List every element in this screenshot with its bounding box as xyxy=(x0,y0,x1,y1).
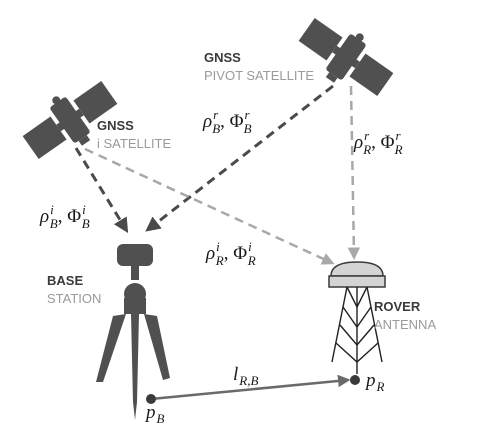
signal-pivot-to-base xyxy=(145,84,334,232)
rover-point-marker xyxy=(350,375,360,385)
rho-subscript: R xyxy=(215,253,224,268)
base-point-label: pB xyxy=(144,402,165,426)
pivot-satellite-subtitle: PIVOT SATELLITE xyxy=(204,68,314,83)
i-satellite-subtitle: i SATELLITE xyxy=(97,136,172,151)
rover-point-label: pR xyxy=(364,370,385,394)
rho-symbol: ρ xyxy=(353,132,363,153)
baseline-subscript: R,B xyxy=(238,373,258,388)
phi-subscript: B xyxy=(244,121,252,136)
phi-superscript: r xyxy=(245,107,251,122)
phi-symbol: Φ xyxy=(381,132,395,153)
pivot-satellite-title: GNSS xyxy=(204,50,241,65)
rho-superscript: i xyxy=(50,202,54,217)
base-station-title: BASE xyxy=(47,273,83,288)
baseline-symbol: l xyxy=(233,364,238,385)
p-subscript: B xyxy=(157,411,165,426)
phi-superscript: i xyxy=(82,202,86,217)
phi-superscript: r xyxy=(396,128,402,143)
base-station-subtitle: STATION xyxy=(47,291,101,306)
separator: , xyxy=(58,206,68,227)
baseline-label: lR,B xyxy=(233,364,258,388)
rho-superscript: r xyxy=(213,107,219,122)
base-station-icon xyxy=(96,244,170,420)
phi-symbol: Φ xyxy=(67,206,81,227)
rho-superscript: r xyxy=(364,128,370,143)
rover-antenna-title: ROVER xyxy=(374,299,421,314)
phi-subscript: B xyxy=(82,216,90,231)
separator: , xyxy=(220,111,230,132)
rho-subscript: R xyxy=(362,142,371,157)
signal-i-to-base xyxy=(74,147,129,234)
i-satellite-title: GNSS xyxy=(97,118,134,133)
rho-subscript: B xyxy=(212,121,220,136)
separator: , xyxy=(224,243,234,264)
phi-subscript: R xyxy=(394,142,403,157)
phi-superscript: i xyxy=(248,239,252,254)
rho-symbol: ρ xyxy=(205,243,215,264)
phi-subscript: R xyxy=(247,253,256,268)
p-symbol: p xyxy=(364,370,376,391)
phi-symbol: Φ xyxy=(230,111,244,132)
rho-symbol: ρ xyxy=(39,206,49,227)
rho-subscript: B xyxy=(50,216,58,231)
signal-pivot-to-rover xyxy=(347,85,361,260)
p-subscript: R xyxy=(376,379,385,394)
pivot-satellite-icon xyxy=(298,18,394,96)
rover-antenna-subtitle: ANTENNA xyxy=(374,317,436,332)
rho-symbol: ρ xyxy=(202,111,212,132)
baseline-vector xyxy=(150,374,351,401)
p-symbol: p xyxy=(144,402,156,423)
separator: , xyxy=(371,132,381,153)
rover-antenna-icon xyxy=(328,261,386,374)
rho-superscript: i xyxy=(216,239,220,254)
base-point-marker xyxy=(146,394,156,404)
phi-symbol: Φ xyxy=(233,243,247,264)
i-satellite-icon xyxy=(22,81,118,159)
